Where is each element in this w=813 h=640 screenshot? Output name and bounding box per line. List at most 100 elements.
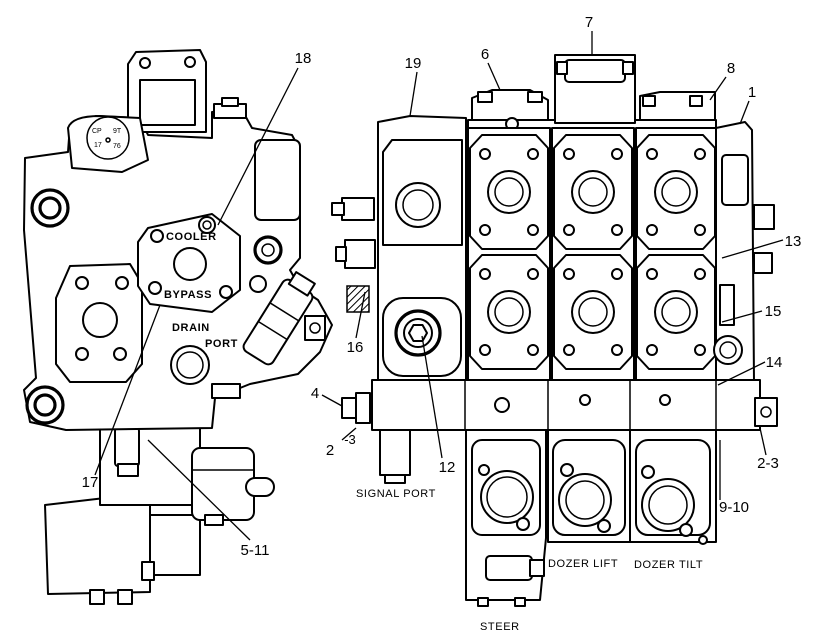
relief-plug-hex bbox=[408, 324, 428, 342]
leader-line-5-11 bbox=[147, 439, 251, 541]
callout-2-left: 2 bbox=[326, 442, 334, 459]
inlet-port-inner bbox=[402, 189, 434, 221]
callout-7: 7 bbox=[585, 14, 593, 31]
leader-line-18 bbox=[217, 67, 299, 226]
end-bolt bbox=[753, 204, 775, 230]
callout-14: 14 bbox=[766, 354, 783, 371]
callout-17: 17 bbox=[82, 474, 99, 491]
lower-lug-hole bbox=[33, 393, 57, 417]
housing-bolt-core bbox=[261, 243, 275, 257]
solenoid-body bbox=[191, 447, 255, 521]
lift-spool-port-inner bbox=[565, 480, 605, 520]
drain-fitting-cap bbox=[287, 271, 316, 297]
leader-lines bbox=[94, 31, 784, 541]
end-bolt bbox=[753, 252, 773, 274]
lift-lower-flange bbox=[553, 254, 633, 370]
relief-valve-7-cap bbox=[564, 59, 626, 83]
fitting-4-nut bbox=[355, 392, 371, 424]
side-bolt-head bbox=[335, 246, 347, 262]
right-fitting bbox=[754, 397, 778, 427]
tilt-spool-bolt bbox=[698, 535, 708, 545]
label-signal-port: SIGNAL PORT bbox=[356, 488, 436, 500]
end-section-plug bbox=[713, 335, 743, 365]
housing-bolt bbox=[253, 235, 283, 265]
label-steer: STEER bbox=[480, 621, 520, 633]
tilt-upper-flange bbox=[636, 134, 716, 250]
stamp-circle bbox=[86, 116, 130, 160]
lift-spool-port bbox=[558, 473, 612, 527]
label-dozer-lift: DOZER LIFT bbox=[548, 558, 618, 570]
pilot-valve-6-bolt bbox=[477, 91, 493, 103]
pilot-valve-6-bolt bbox=[527, 91, 543, 103]
lift-spool-bolt bbox=[560, 463, 574, 477]
stamp-text-9t: 9T bbox=[113, 128, 122, 135]
callout-numbers: 18 19 6 7 8 1 13 15 14 16 12 4 2 -3 17 5… bbox=[82, 14, 802, 559]
cooler-flange-bolt bbox=[219, 285, 233, 299]
steer-spool-port-inner bbox=[486, 476, 528, 518]
stamp-center bbox=[105, 137, 111, 143]
leader-line-17 bbox=[94, 304, 161, 476]
steer-upper-flange bbox=[469, 134, 549, 250]
steer-spool-port bbox=[480, 470, 534, 524]
label-cooler: COOLER bbox=[166, 231, 217, 243]
lower-hex-nut bbox=[117, 463, 139, 477]
lower-pipe bbox=[114, 427, 140, 467]
side-view-valve: CP 9T 17 76 COOLER BYPASS bbox=[23, 49, 333, 605]
manifold-plug bbox=[494, 397, 510, 413]
end-section-rib bbox=[719, 284, 735, 326]
callout-6: 6 bbox=[481, 46, 489, 63]
steer-spool-bolt bbox=[478, 464, 490, 476]
drain-side-fitting bbox=[304, 315, 326, 341]
callout-19: 19 bbox=[405, 55, 422, 72]
top-bolt-left bbox=[139, 57, 151, 69]
pilot-valve-8-bolt bbox=[642, 95, 656, 107]
stamp-plate bbox=[67, 115, 149, 173]
end-section-boss bbox=[721, 154, 749, 206]
manifold-plug bbox=[659, 394, 671, 406]
drain-port-fitting bbox=[242, 271, 316, 366]
left-flange-bolt bbox=[115, 276, 129, 290]
callout-5-11: 5-11 bbox=[241, 542, 270, 559]
front-view-valve-stack: SIGNAL PORT DOZER LIFT DOZER TILT STEER bbox=[331, 54, 778, 633]
hatched-section bbox=[346, 285, 370, 313]
stamp-text-cp: CP bbox=[92, 128, 102, 135]
leader-line-8 bbox=[709, 76, 727, 101]
callout-18: 18 bbox=[295, 50, 312, 67]
tilt-lower-flange bbox=[636, 254, 716, 370]
steer-spool-bolt bbox=[516, 517, 530, 531]
callout-16: 16 bbox=[347, 339, 364, 356]
callout-2-3-right: 2-3 bbox=[757, 455, 779, 472]
solenoid-connector bbox=[245, 477, 275, 497]
callout-4: 4 bbox=[311, 385, 319, 402]
signal-port-block bbox=[379, 429, 411, 476]
solenoid-bolt bbox=[204, 514, 224, 526]
lower-bolt-cluster bbox=[211, 383, 241, 399]
side-bolt bbox=[341, 197, 375, 221]
drain-fitting-band bbox=[269, 302, 300, 322]
top-pilot-cover bbox=[139, 79, 196, 126]
steer-foot bbox=[514, 597, 526, 607]
steer-foot bbox=[477, 597, 489, 607]
manifold-plug bbox=[579, 394, 591, 406]
tilt-spool-bolt bbox=[679, 523, 693, 537]
relief-valve-7-bolt bbox=[622, 61, 634, 75]
housing-bolt-small bbox=[249, 275, 267, 293]
cooler-bypass-port bbox=[173, 247, 207, 281]
callout-13: 13 bbox=[785, 233, 802, 250]
drain-fitting-band bbox=[257, 320, 288, 341]
foot-left bbox=[89, 589, 105, 605]
tilt-spool-port-inner bbox=[648, 485, 688, 525]
bottom-bolt bbox=[141, 561, 155, 581]
steer-fitting-nut bbox=[529, 559, 545, 577]
steer-lower-flange bbox=[469, 254, 549, 370]
callout-9-10: 9-10 bbox=[719, 499, 749, 516]
upper-lug-hole bbox=[38, 196, 62, 220]
cooler-flange-bolt-core bbox=[202, 220, 212, 230]
relief-valve-7-bolt bbox=[556, 61, 568, 75]
right-fitting-hole bbox=[760, 406, 772, 418]
signal-port-cap bbox=[384, 474, 406, 484]
lift-spool-bolt bbox=[597, 519, 611, 533]
label-port: PORT bbox=[205, 338, 238, 350]
callout-1: 1 bbox=[748, 84, 756, 101]
